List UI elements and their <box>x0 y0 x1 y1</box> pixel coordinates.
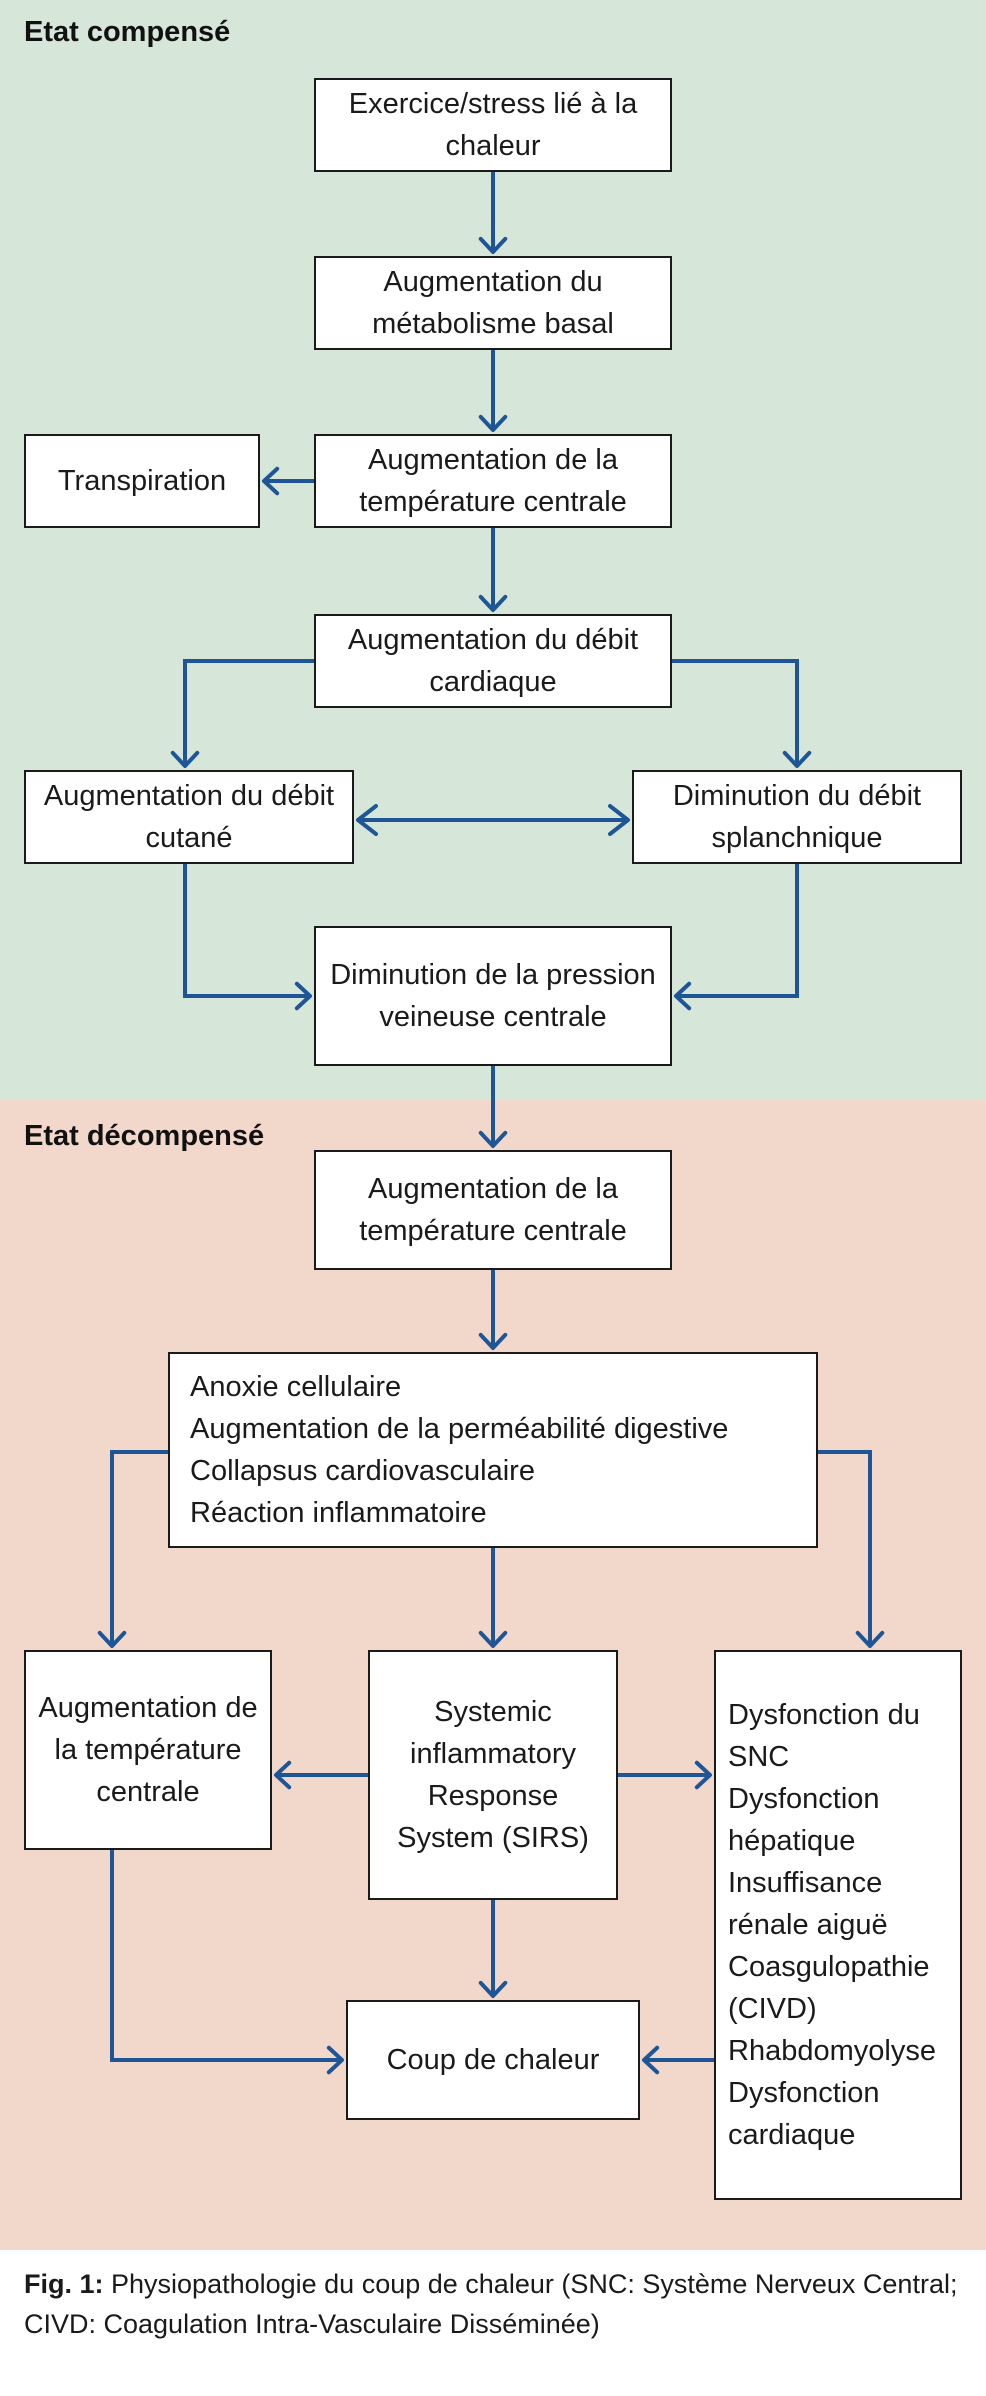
core-temperature-box-1: Augmentation de la température centrale <box>314 434 672 528</box>
sweating-label: Transpiration <box>57 465 227 497</box>
cardiac-output-box: Augmentation du débit cardiaque <box>314 614 672 708</box>
venous-pressure-label: Diminution de la pression veineuse centr… <box>330 959 656 1033</box>
cellular-effect-item: Anoxie cellulaire <box>190 1371 402 1403</box>
cellular-effect-item: Réaction inflammatoire <box>190 1497 487 1529</box>
figure-caption: Fig. 1: Physiopathologie du coup de chal… <box>24 2264 964 2344</box>
core-temperature-label-3: Augmentation de la température centrale <box>38 1692 258 1808</box>
splanchnic-flow-box: Diminution du débit splanchnique <box>632 770 962 864</box>
cellular-effects-list: Anoxie cellulaire Augmentation de la per… <box>190 1366 728 1534</box>
sirs-label: Systemic inflammatory Response System (S… <box>397 1696 589 1854</box>
caption-label: Fig. 1: <box>24 2269 104 2299</box>
heatstroke-label: Coup de chaleur <box>386 2044 600 2076</box>
sweating-box: Transpiration <box>24 434 260 528</box>
cellular-effect-item: Augmentation de la perméabilité digestiv… <box>190 1413 729 1445</box>
core-temperature-box-3: Augmentation de la température centrale <box>24 1650 272 1850</box>
skin-flow-label: Augmentation du débit cutané <box>43 780 335 854</box>
venous-pressure-box: Diminution de la pression veineuse centr… <box>314 926 672 1066</box>
cardiac-output-label: Augmentation du débit cardiaque <box>347 624 639 698</box>
caption-text: Physiopathologie du coup de chaleur (SNC… <box>24 2269 958 2339</box>
cellular-effect-item: Collapsus cardiovasculaire <box>190 1455 535 1487</box>
compensated-section-title: Etat compensé <box>24 16 231 48</box>
exercise-box: Exercice/stress lié à la chaleur <box>314 78 672 172</box>
splanchnic-flow-label: Diminution du débit splanchnique <box>672 780 922 854</box>
exercise-label: Exercice/stress lié à la chaleur <box>348 88 638 162</box>
heatstroke-box: Coup de chaleur <box>346 2000 640 2120</box>
sirs-box: Systemic inflammatory Response System (S… <box>368 1650 618 1900</box>
skin-flow-box: Augmentation du débit cutané <box>24 770 354 864</box>
decompensated-section-title: Etat décompensé <box>24 1120 265 1152</box>
core-temperature-label-2: Augmentation de la température centrale <box>359 1173 627 1247</box>
dysfunctions-box: Dysfonction du SNC Dysfonction hépatique… <box>714 1650 962 2200</box>
basal-metabolism-box: Augmentation du métabolisme basal <box>314 256 672 350</box>
core-temperature-box-2: Augmentation de la température centrale <box>314 1150 672 1270</box>
core-temperature-label-1: Augmentation de la température centrale <box>359 444 627 518</box>
cellular-effects-box: Anoxie cellulaire Augmentation de la per… <box>168 1352 818 1548</box>
dysfunctions-label: Dysfonction du SNC Dysfonction hépatique… <box>728 1699 936 2151</box>
basal-metabolism-label: Augmentation du métabolisme basal <box>372 266 614 340</box>
